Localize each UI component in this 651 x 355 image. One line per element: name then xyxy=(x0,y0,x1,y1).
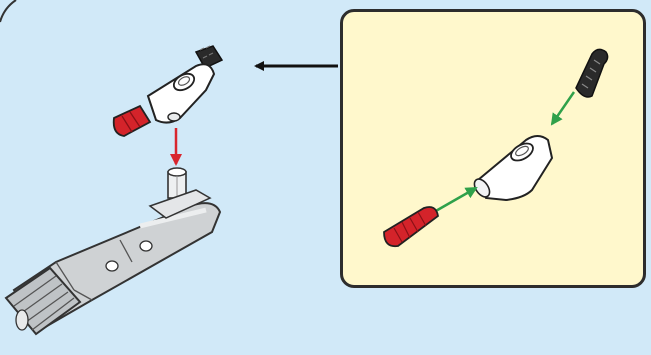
callout-white-angle-connector xyxy=(471,136,552,200)
grey-base-assembly xyxy=(6,168,220,334)
callout-black-axle-end xyxy=(576,49,608,97)
main-joined-part xyxy=(114,46,222,136)
corner-curve-decoration xyxy=(0,0,16,22)
grey-peg xyxy=(168,168,186,198)
callout-red-axle-pin xyxy=(384,207,438,246)
white-angle-connector xyxy=(148,64,214,122)
red-axle-pin xyxy=(114,106,150,136)
green-arrow-icon xyxy=(552,92,574,124)
green-arrow-icon xyxy=(434,188,476,212)
